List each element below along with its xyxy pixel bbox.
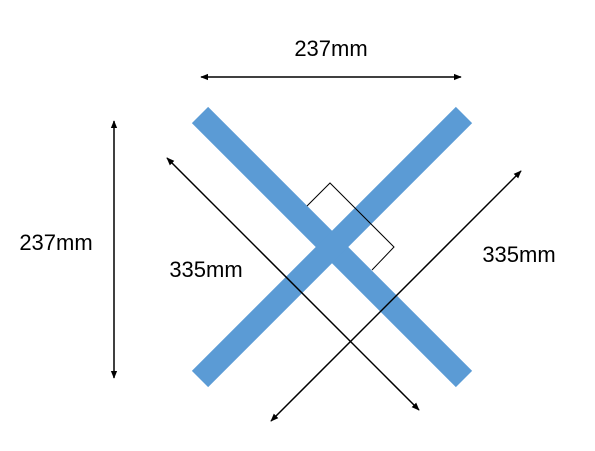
left-height-label: 237mm [19,230,92,255]
diagonal-right-label: 335mm [482,242,555,267]
top-width-label: 237mm [294,36,367,61]
diagonal-arrow-ascending [270,170,522,422]
diagonal-left-label: 335mm [169,257,242,282]
